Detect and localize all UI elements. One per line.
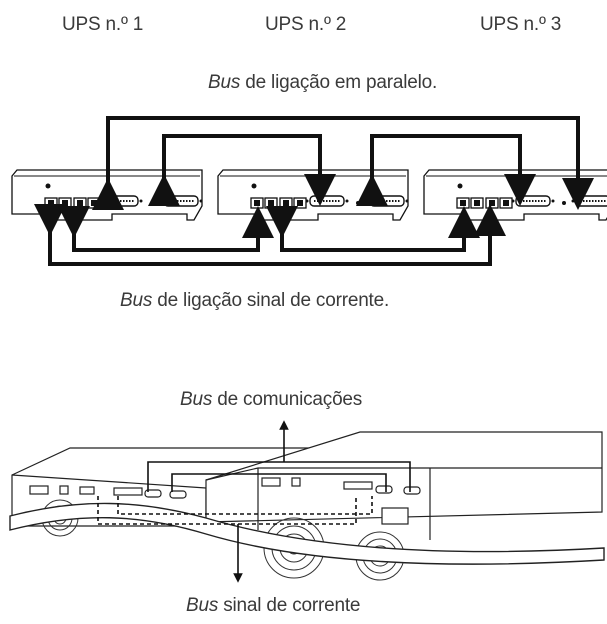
current-bus-caption-italic: Bus [120, 290, 153, 311]
signal-bus-caption-italic: Bus [186, 595, 219, 616]
rack-ups-right [205, 431, 603, 540]
signal-bus-caption: Bus sinal de corrente [186, 595, 361, 617]
comms-bus-caption-text: de comunicações [217, 389, 363, 410]
current-bus-caption-text: de ligação sinal de corrente. [157, 290, 390, 311]
comms-bus-caption: Bus de comunicações [180, 389, 362, 411]
parallel-bus-caption: Bus de ligação em paralelo. [208, 72, 437, 94]
current-bus [34, 204, 506, 266]
parallel-bus-middle [148, 134, 536, 206]
ups-2-label: UPS n.º 2 [265, 14, 347, 35]
ups-3-label: UPS n.º 3 [480, 14, 562, 35]
signal-bus-lines [97, 496, 373, 583]
comms-bus-caption-italic: Bus [180, 389, 213, 410]
signal-bus-caption-text: sinal de corrente [223, 595, 361, 616]
current-bus-caption: Bus de ligação sinal de corrente. [120, 290, 389, 312]
ups-2-panel [217, 169, 410, 221]
comms-bus-lines [147, 420, 411, 492]
parallel-bus-outer [92, 116, 594, 210]
ups-1-label: UPS n.º 1 [62, 14, 144, 35]
parallel-bus-caption-italic: Bus [208, 72, 241, 93]
parallel-bus-caption-text: de ligação em paralelo. [245, 72, 438, 93]
